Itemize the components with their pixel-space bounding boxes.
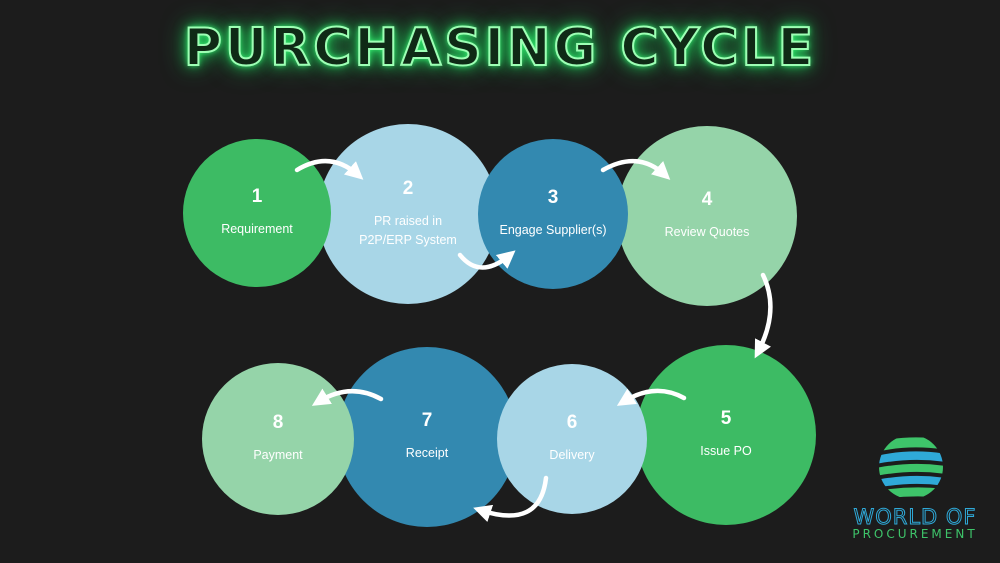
step-7-number: 7 [421, 410, 433, 431]
step-5-label: Issue PO [700, 444, 752, 458]
step-5-number: 5 [720, 408, 732, 429]
step-8-circle: 8 Payment [202, 363, 354, 515]
step-1-label: Requirement [221, 222, 293, 236]
step-2-label: PR raised in P2P/ERP System [359, 213, 457, 247]
step-2-circle: 2 PR raised in P2P/ERP System [318, 124, 498, 304]
step-6-circle: 6 Delivery [497, 364, 647, 514]
step-8-label: Payment [253, 448, 303, 462]
step-3-circle: 3 Engage Supplier(s) [478, 139, 628, 289]
page-title: PURCHASING CYCLE [183, 17, 817, 79]
step-8-number: 8 [272, 412, 284, 433]
step-3-number: 3 [547, 187, 559, 208]
step-2-number: 2 [402, 177, 414, 199]
step-1-number: 1 [251, 186, 263, 207]
step-4-number: 4 [701, 189, 713, 210]
step-6-number: 6 [566, 412, 578, 433]
step-6-label: Delivery [549, 448, 595, 462]
step-1-circle: 1 Requirement [183, 139, 331, 287]
step-5-circle: 5 Issue PO [636, 345, 816, 525]
globe-icon [879, 435, 943, 499]
logo-text-world-of: WORLD OF [853, 505, 977, 530]
step-4-circle: 4 Review Quotes [617, 126, 797, 306]
step-7-circle: 7 Receipt [337, 347, 517, 527]
logo-text-procurement: PROCUREMENT [852, 527, 978, 541]
step-3-label: Engage Supplier(s) [499, 223, 607, 237]
step-7-label: Receipt [405, 446, 449, 460]
step-4-label: Review Quotes [664, 225, 750, 239]
